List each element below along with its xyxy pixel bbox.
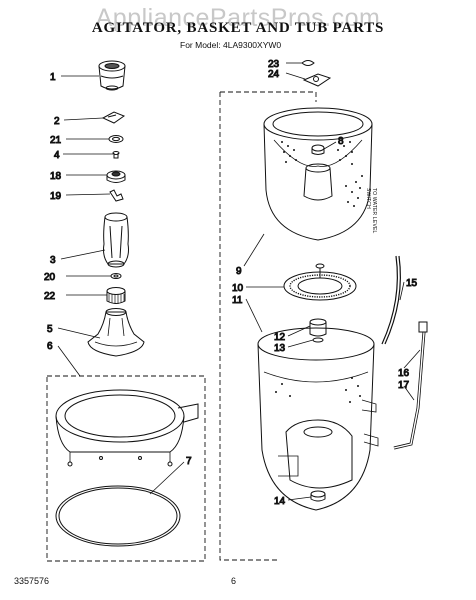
part-bracket: [302, 73, 332, 87]
callout-19: 19: [50, 191, 62, 202]
page-title: AGITATOR, BASKET AND TUB PARTS: [91, 20, 385, 36]
callout-13: 13: [274, 343, 286, 354]
part-outer-tub: [257, 327, 379, 511]
part-drive-ring: [283, 263, 357, 301]
callout-18: 18: [50, 171, 62, 182]
callout-8: 8: [338, 136, 344, 147]
leader-lines-left: [57, 75, 185, 495]
part-tub-nut: [310, 490, 326, 502]
part-air-dome: [393, 321, 428, 450]
model-subtitle: For Model: 4LA9300XYW0: [180, 40, 282, 50]
part-screw: [112, 151, 120, 159]
document-number: 3357576: [14, 576, 50, 586]
callout-4: 4: [54, 150, 60, 161]
callout-23: 23: [268, 59, 280, 70]
callout-6: 6: [47, 341, 53, 352]
callout-15: 15: [406, 278, 418, 289]
callout-11: 11: [232, 295, 243, 306]
callout-9: 9: [236, 266, 242, 277]
callout-5: 5: [47, 324, 53, 335]
callout-21: 21: [50, 135, 62, 146]
part-seal-ring: [108, 135, 124, 143]
part-wash-basket: [263, 107, 373, 241]
part-cam: [101, 111, 126, 124]
callout-2: 2: [54, 116, 60, 127]
callout-22: 22: [44, 291, 56, 302]
part-agitator-cap: [98, 60, 126, 91]
water-level-switch-note: TO WATER LEVEL SWITCH: [365, 188, 377, 234]
part-washer: [110, 273, 122, 279]
part-drive-bell: [106, 287, 126, 304]
part-agitator-base: [87, 308, 145, 357]
part-tub-gasket: [55, 485, 181, 547]
leader-lines-right: [243, 233, 421, 501]
callout-24: 24: [268, 69, 280, 80]
callout-14: 14: [274, 496, 286, 507]
part-tub-seal: [309, 318, 327, 343]
callout-3: 3: [50, 255, 56, 266]
part-basket-nut: [311, 144, 325, 155]
callout-12: 12: [274, 332, 286, 343]
part-pressure-hose: [381, 255, 401, 345]
callout-16: 16: [398, 368, 410, 379]
watermark: AppliancePartsPros.com: [95, 4, 381, 32]
callout-1: 1: [50, 72, 56, 83]
callout-7: 7: [186, 456, 192, 467]
part-dog: [109, 189, 124, 202]
part-tub-ring-group: [46, 375, 206, 562]
page-number: 6: [231, 576, 237, 586]
part-agitator-barrel: [103, 212, 129, 268]
part-clip: [301, 60, 315, 66]
callout-10: 10: [232, 283, 244, 294]
part-ratchet: [106, 170, 126, 183]
callout-17: 17: [398, 380, 410, 391]
callout-20: 20: [44, 272, 56, 283]
